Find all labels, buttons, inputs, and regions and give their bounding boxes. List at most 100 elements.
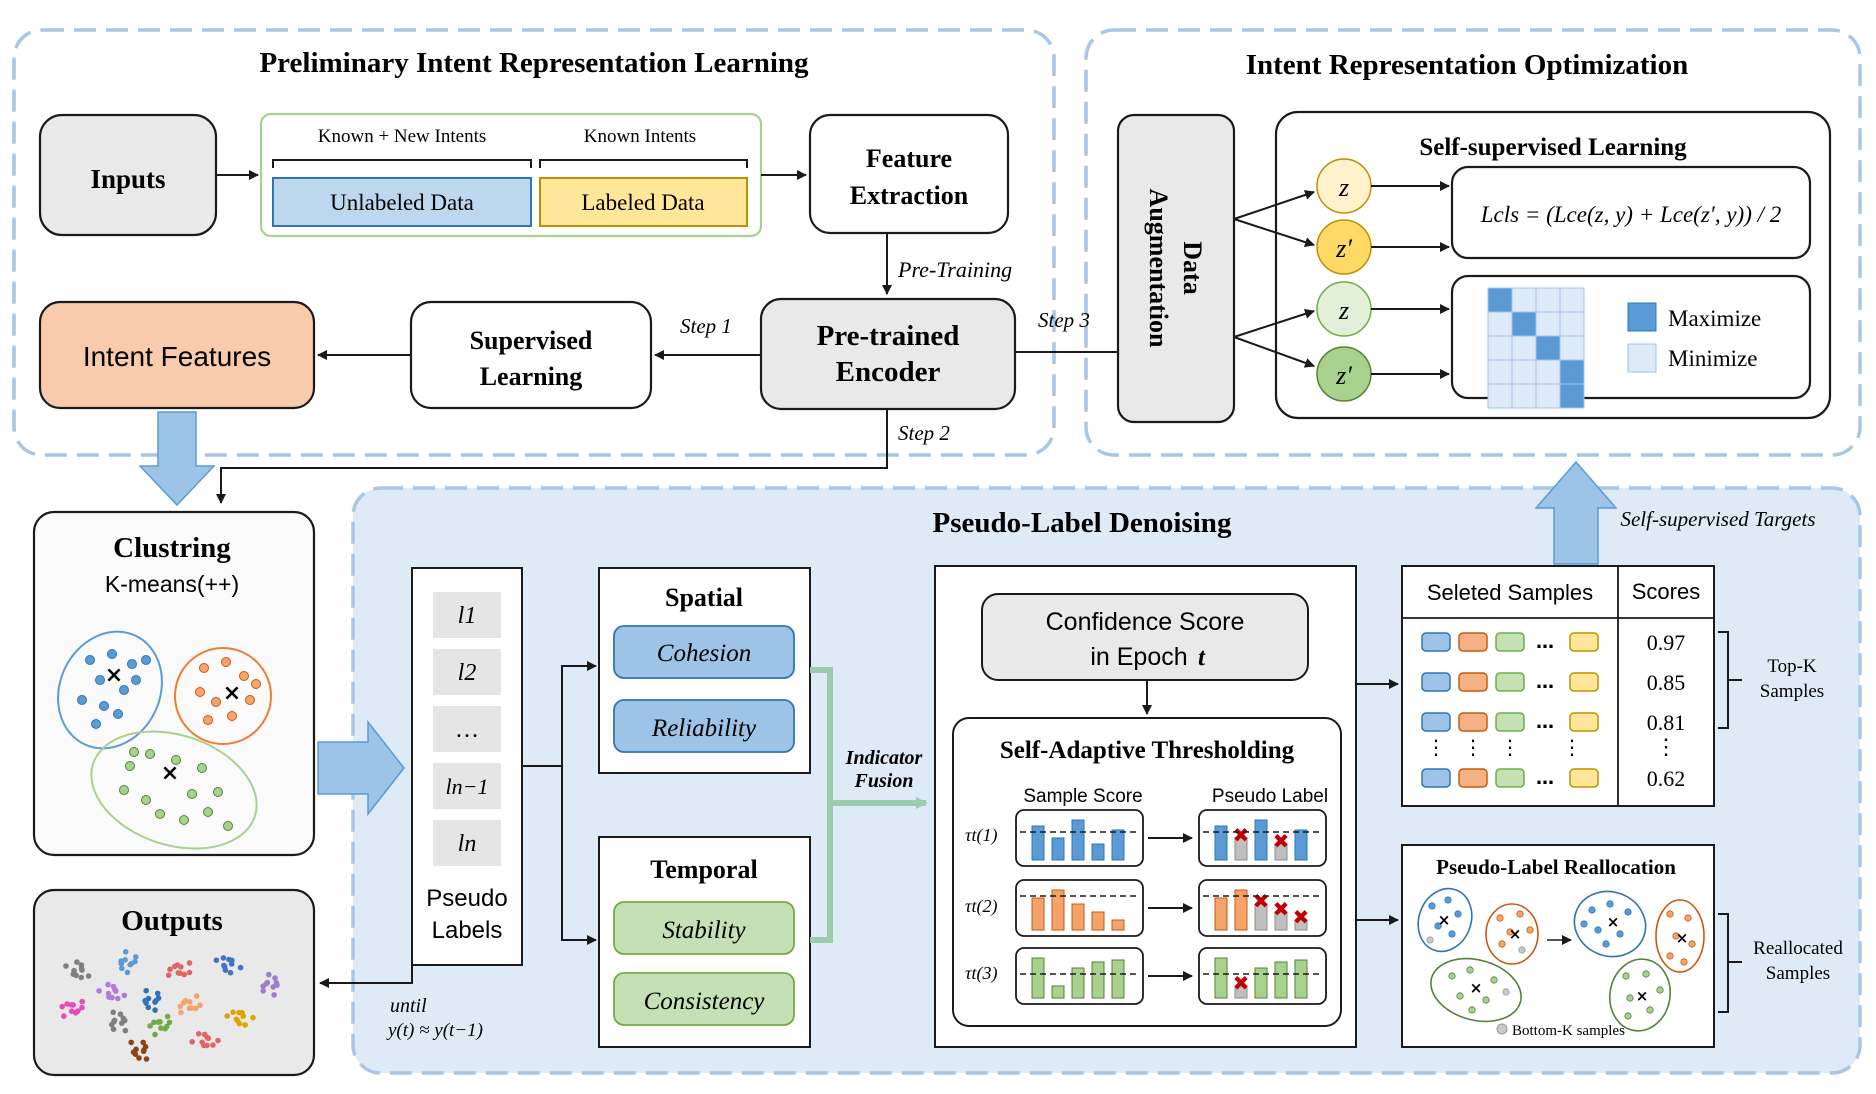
cluster-point [129,747,139,757]
output-point [273,979,280,986]
output-point [230,1009,236,1015]
z-node-1-label: z [1338,173,1349,202]
known-new-intents-label: Known + New Intents [318,126,487,147]
output-point [271,992,277,998]
realloc-point [1448,930,1456,938]
score-bar [1031,897,1045,931]
thresholding-title: Self-Adaptive Thresholding [1000,737,1295,764]
output-point [128,1039,134,1046]
sample-chip [1569,768,1599,788]
matrix-cell [1535,335,1561,361]
sample-chip [1495,672,1525,692]
pseudo-label-n: ln [458,831,477,857]
realloc-point [1624,1012,1632,1020]
augmentation-label-1: Data [1178,241,1207,294]
label-bar [1294,919,1308,931]
score-bar [1071,967,1085,999]
sample-chip [1458,768,1488,788]
output-point [210,1042,216,1048]
matrix-cell [1487,359,1513,385]
ellipsis: … [1536,768,1554,789]
output-point [111,1018,117,1025]
output-point [167,966,173,973]
ssl-title: Self-supervised Learning [1419,134,1687,161]
output-point [143,1056,150,1062]
output-point [177,1003,183,1010]
sample-chip [1421,632,1451,652]
step3-label: Step 3 [1038,308,1090,332]
realloc-cluster [1573,890,1647,958]
output-point [171,963,178,970]
reliability-box [613,699,795,753]
minimize-swatch [1627,343,1657,373]
bottom-k-legend-dot [1496,1023,1508,1035]
realloc-point [1454,910,1462,918]
realloc-point [1466,966,1474,974]
output-point [240,1013,246,1019]
output-point [96,988,102,994]
inputs-label: Inputs [90,164,165,194]
feature-label-2: Extraction [850,181,969,210]
label-bar [1234,985,1248,999]
score-value: 0.62 [1647,766,1686,791]
reliability-label: Reliability [651,715,757,742]
ellipsis: … [1536,672,1554,693]
matrix-cell [1535,383,1561,409]
vertical-ellipsis: ⋮ [1426,735,1446,759]
output-point [213,957,220,963]
data-augmentation-box [1116,113,1236,424]
sample-chip [1569,712,1599,732]
until-label: until [390,995,427,1017]
label-bar [1254,903,1268,931]
realloc-point [1428,902,1436,910]
top-k-label-2: Samples [1760,681,1824,702]
sample-chip [1569,672,1599,692]
matrix-cell [1535,359,1561,385]
matrix-cell [1511,311,1537,337]
matrix-cell [1487,287,1513,313]
outputs-title: Outputs [121,905,223,937]
output-point [64,1001,70,1007]
cluster-point [127,659,137,669]
cluster-point [221,657,231,667]
score-bar [1091,843,1105,861]
label-bar [1214,957,1228,999]
cluster-point [197,763,207,773]
realloc-point [1672,932,1680,940]
encoder-box [759,297,1017,411]
output-point [112,987,118,993]
output-point [263,980,270,987]
output-point [85,973,92,979]
label-bar [1254,819,1268,861]
cluster-point [119,785,129,795]
output-point [178,1009,184,1016]
score-bar [1091,961,1105,999]
top-k-label-1: Top-K [1767,656,1817,677]
output-point [133,1046,139,1053]
output-point [224,1013,230,1019]
output-point [61,1013,67,1019]
output-point [220,955,227,961]
output-point [105,981,111,988]
output-point [260,988,267,994]
label-bar [1294,959,1308,999]
output-point [110,1026,117,1032]
matrix-cell [1487,311,1513,337]
pseudo-label-1: l1 [458,603,477,629]
realloc-point [1526,926,1534,934]
feature-label-1: Feature [866,144,952,173]
realloc-point [1684,914,1692,922]
score-bar [1091,911,1105,931]
centroid-mark: × [161,761,179,786]
sample-chip [1569,632,1599,652]
output-point [124,969,131,976]
output-point [151,1019,157,1026]
realloc-point [1498,940,1506,948]
known-intents-label: Known Intents [584,126,696,147]
supervised-learning-box [409,300,653,410]
output-point [177,970,183,976]
loss-formula-box [1450,165,1812,260]
score-value: ⋮ [1655,734,1677,759]
cluster-point [251,679,261,689]
cluster-point [145,749,155,759]
